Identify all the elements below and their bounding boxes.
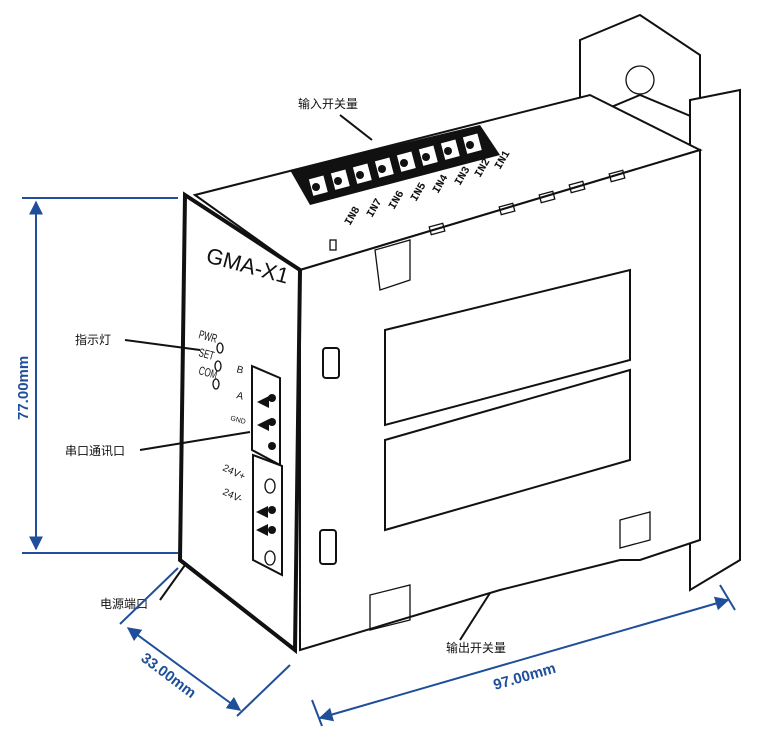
led-com: COM	[197, 365, 218, 382]
screw-head-icon	[422, 153, 430, 161]
terminal-b: B	[235, 364, 245, 376]
dimension-height: 77.00mm	[15, 356, 32, 420]
screw-head-icon	[334, 177, 342, 185]
power-terminal: 24V+ 24V-	[221, 453, 283, 577]
led-labels: PWR SET COM	[197, 329, 224, 390]
screw-head-icon	[400, 159, 408, 167]
led-set: SET	[197, 347, 215, 364]
led-pwr: PWR	[197, 329, 218, 346]
screw-head-icon	[378, 165, 386, 173]
terminal-a: A	[235, 390, 245, 402]
screw-head-icon	[312, 183, 320, 191]
screw-head-icon	[356, 171, 364, 179]
callout-indicator: 指示灯	[75, 332, 111, 347]
callout-input-switch: 输入开关量	[298, 96, 358, 111]
terminal-gnd: GND	[229, 415, 246, 426]
din-rail-clip	[579, 13, 741, 592]
top-slots	[329, 169, 626, 251]
input-terminal-block	[290, 125, 500, 205]
screw-head-icon	[466, 141, 474, 149]
screw-head-icon	[444, 147, 452, 155]
callout-output-switch: 输出开关量	[446, 640, 506, 655]
callout-serial-port: 串口通讯口	[65, 444, 125, 458]
